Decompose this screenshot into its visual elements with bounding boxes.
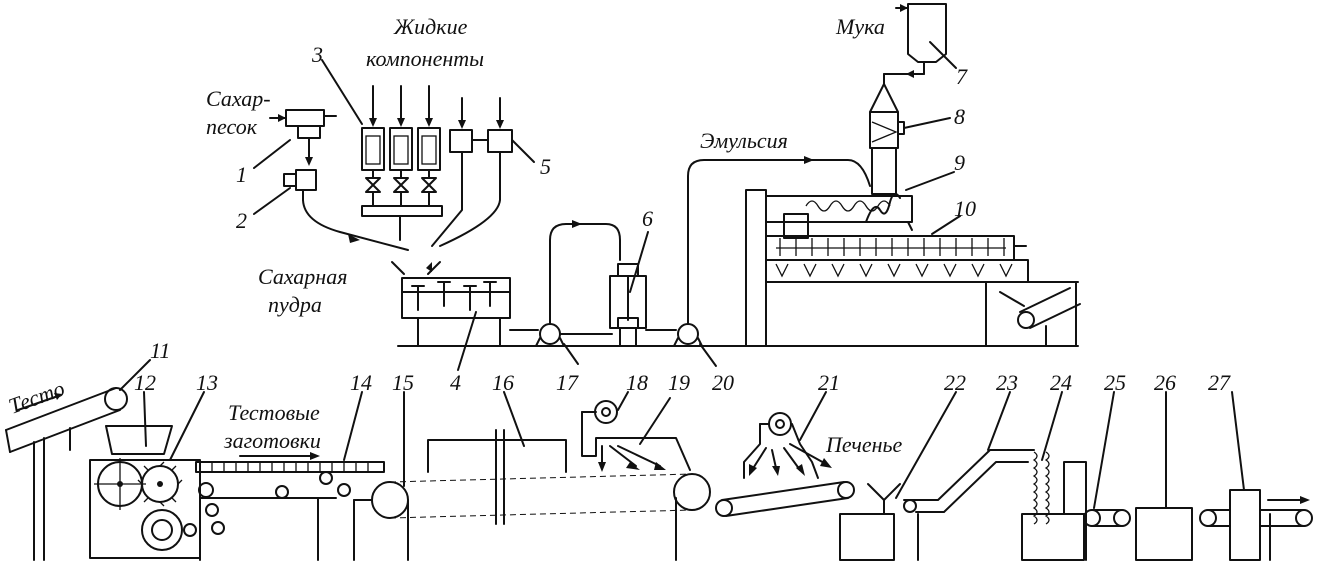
leader-12 [143,391,147,447]
leader-17 [563,343,579,365]
num-7: 7 [956,64,968,89]
leader-7 [929,41,957,69]
leader-19 [639,397,671,445]
label-cookies: Печенье [825,432,903,457]
leader-4 [457,311,477,371]
num-19: 19 [668,370,690,395]
label-sugar-2: песок [206,114,258,139]
label-emulsion: Эмульсия [700,128,788,153]
emulsifier-tank-6 [609,263,677,347]
leader-8 [903,117,951,129]
label-liquid-components-2: компоненты [366,46,484,71]
oven-conveyor-15-16 [353,429,711,561]
num-4: 4 [450,370,461,395]
num-22: 22 [944,370,966,395]
pump-20 [673,156,871,347]
dough-conveyor-11 [5,387,128,561]
leader-2 [253,187,291,215]
flour-doser-8 [869,83,905,195]
dough-outlet-conveyor [999,287,1081,347]
num-18: 18 [626,370,648,395]
num-13: 13 [196,370,218,395]
num-21: 21 [818,370,840,395]
num-6: 6 [642,206,653,231]
num-8: 8 [954,104,965,129]
num-24: 24 [1050,370,1072,395]
leader-6 [629,231,649,293]
liquid-tanks-3 [361,85,443,241]
num-11: 11 [150,338,170,363]
sugar-hopper-1 [269,109,337,166]
label-liquid-components-1: Жидкие [393,14,468,39]
flour-hopper-7 [883,3,947,85]
leader-20 [699,343,717,367]
num-1: 1 [236,162,247,187]
num-23: 23 [996,370,1018,395]
leader-9 [905,171,955,191]
label-dough: Тесто [5,376,68,419]
leader-22 [895,391,957,499]
label-powdered-sugar-1: Сахарная [258,264,347,289]
leader-1 [253,139,291,169]
oiling-station-18-19 [581,400,691,472]
num-27: 27 [1208,370,1231,395]
cookie-conveyor-21 [715,412,855,517]
leader-3 [321,59,363,125]
leader-16 [503,391,525,447]
boxing-unit-26 [1135,507,1193,561]
leader-21 [799,391,827,441]
pump-17 [535,220,621,347]
leader-5 [511,139,535,163]
sugar-grinder-2 [283,169,409,251]
num-2: 2 [236,208,247,233]
leader-24 [1041,391,1063,461]
num-10: 10 [954,196,976,221]
label-powdered-sugar-2: пудра [268,292,322,317]
leader-23 [987,391,1011,451]
leader-25 [1093,391,1115,509]
conveyor-25 [1083,509,1131,561]
num-3: 3 [311,42,323,67]
num-20: 20 [712,370,734,395]
num-17: 17 [556,370,579,395]
num-12: 12 [134,370,156,395]
elevator-conveyor-23 [903,449,1035,513]
conveyor-14 [195,452,385,561]
output-unit-27 [1199,489,1313,561]
label-dough-pieces-1: Тестовые [228,400,320,425]
dosing-block-5 [431,97,513,247]
label-flour: Мука [835,14,885,39]
leader-11 [119,359,151,391]
emulsion-mixer-4 [391,261,539,347]
num-5: 5 [540,154,551,179]
leader-13 [169,391,205,461]
leader-10 [931,215,961,235]
num-14: 14 [350,370,372,395]
dough-kneader-9-10 [745,189,1079,347]
leader-18 [617,391,629,411]
num-26: 26 [1154,370,1176,395]
rotary-moulder-12-13 [89,425,225,559]
num-16: 16 [492,370,514,395]
leader-27 [1231,391,1245,491]
stacker-22 [839,483,919,561]
packaging-machine-24 [1021,451,1087,561]
label-dough-pieces-2: заготовки [223,428,321,453]
num-15: 15 [392,370,414,395]
label-sugar-1: Сахар- [206,86,271,111]
num-9: 9 [954,150,965,175]
num-25: 25 [1104,370,1126,395]
leader-14 [343,391,363,461]
